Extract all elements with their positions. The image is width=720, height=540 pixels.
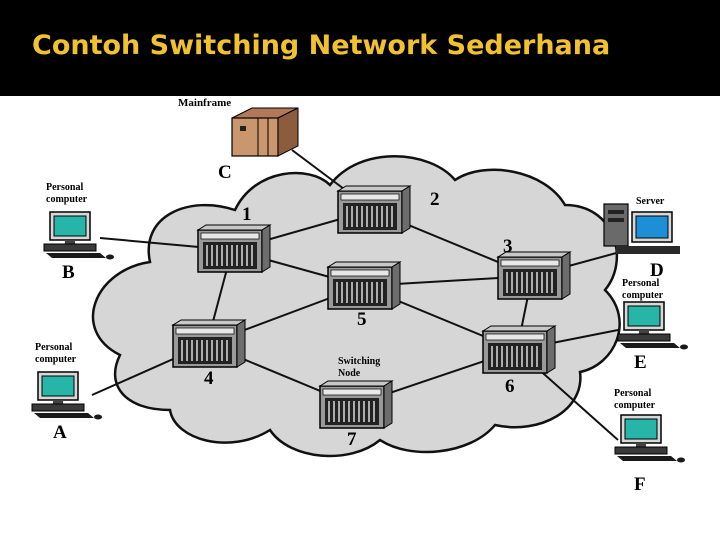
node-label-1: 1 (242, 204, 252, 225)
title-bar: Contoh Switching Network Sederhana (0, 0, 720, 96)
mainframe-icon (231, 107, 299, 157)
switching-node-5 (327, 261, 401, 310)
switching-node-6 (482, 325, 556, 374)
slide-title: Contoh Switching Network Sederhana (32, 30, 611, 61)
personal-computer-e-icon (617, 301, 689, 351)
node-label-4: 4 (204, 368, 214, 389)
node-label-6: 6 (505, 376, 515, 397)
station-letter-c: C (218, 162, 232, 183)
station-type-a-line1: Personal (35, 342, 72, 353)
station-letter-f: F (634, 474, 646, 495)
station-letter-d: D (650, 260, 664, 281)
station-type-f-line2: computer (614, 400, 656, 411)
personal-computer-f-icon (614, 414, 686, 464)
switching-node-1 (197, 224, 271, 273)
station-type-d: Server (636, 196, 665, 207)
switching-node-4 (172, 319, 246, 368)
station-type-e-line1: Personal (622, 278, 659, 289)
switching-node-caption-line2: Node (338, 368, 361, 379)
node-label-5: 5 (357, 309, 367, 330)
switching-node-caption-line1: Switching (338, 356, 380, 367)
switching-node-3 (497, 251, 571, 300)
station-type-a-line2: computer (35, 354, 77, 365)
station-letter-e: E (634, 352, 647, 373)
station-type-e-line2: computer (622, 290, 664, 301)
station-type-b-line1: Personal (46, 182, 83, 193)
station-letter-b: B (62, 262, 75, 283)
station-type-b-line2: computer (46, 194, 88, 205)
node-label-2: 2 (430, 189, 440, 210)
station-letter-a: A (53, 422, 67, 443)
switching-node-7 (319, 380, 393, 429)
node-label-7: 7 (347, 429, 357, 450)
node-label-3: 3 (503, 236, 513, 257)
station-type-c: Mainframe (178, 97, 231, 109)
personal-computer-b-icon (43, 211, 115, 261)
switching-node-2 (337, 185, 411, 234)
personal-computer-a-icon (31, 371, 103, 421)
station-type-f-line1: Personal (614, 388, 651, 399)
server-icon (603, 203, 680, 254)
